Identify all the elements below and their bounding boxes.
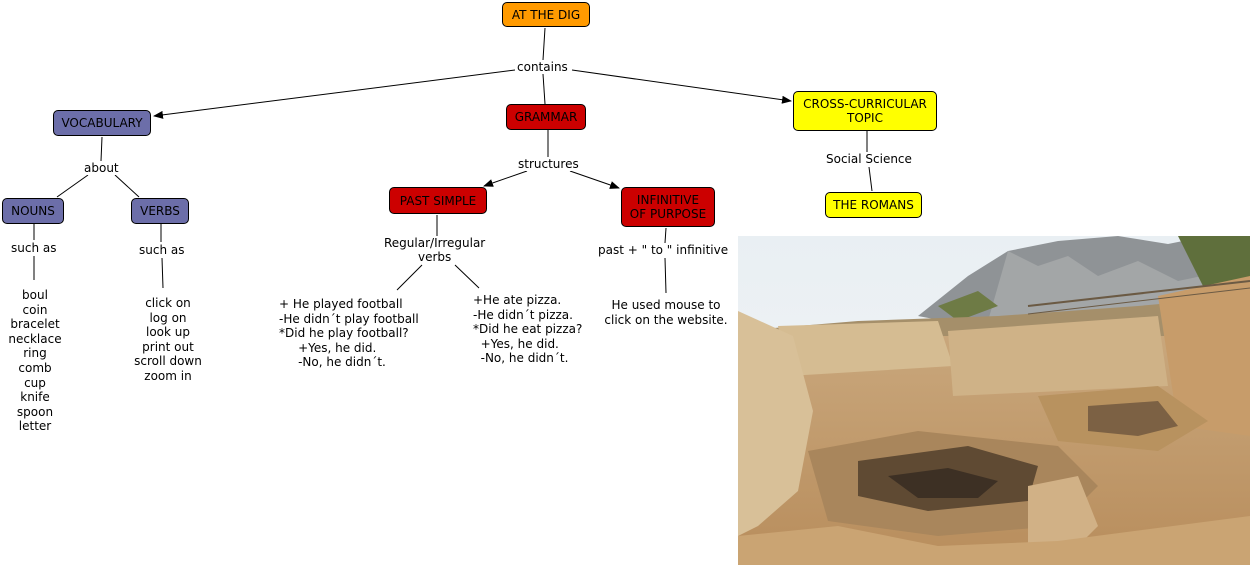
verbs-link-label: such as [137, 243, 187, 257]
nouns-link-label: such as [9, 241, 59, 255]
root-link-label: contains [515, 60, 570, 74]
grammar-link-label: structures [516, 157, 581, 171]
romans-label: THE ROMANS [833, 198, 914, 212]
past-simple-node[interactable]: PAST SIMPLE [389, 187, 487, 214]
verbs-label: VERBS [140, 204, 180, 218]
nouns-list: boul coin bracelet necklace ring comb cu… [8, 288, 62, 434]
nouns-label: NOUNS [11, 204, 55, 218]
infinitive-link-label: past + " to " infinitive [596, 243, 731, 257]
vocabulary-node[interactable]: VOCABULARY [53, 110, 151, 136]
infinitive-node[interactable]: INFINITIVE OF PURPOSE [621, 187, 715, 227]
nouns-node[interactable]: NOUNS [2, 198, 64, 224]
past-simple-label: PAST SIMPLE [399, 193, 477, 208]
cross-curricular-node[interactable]: CROSS-CURRICULAR TOPIC [793, 91, 937, 131]
excavation-photo [738, 236, 1250, 565]
past-simple-example-irregular: +He ate pizza. -He didn´t pizza. *Did he… [473, 293, 583, 366]
verbs-node[interactable]: VERBS [131, 198, 189, 224]
cross-curricular-label: CROSS-CURRICULAR TOPIC [803, 97, 927, 125]
grammar-label: GRAMMAR [514, 110, 578, 124]
past-simple-link-label: Regular/Irregular verbs [382, 236, 488, 264]
vocabulary-link-label: about [82, 161, 121, 175]
infinitive-label: INFINITIVE OF PURPOSE [629, 193, 707, 221]
vocabulary-label: VOCABULARY [61, 116, 143, 130]
root-label: AT THE DIG [511, 7, 581, 22]
cross-link-label: Social Science [824, 152, 914, 166]
verbs-list: click on log on look up print out scroll… [134, 296, 202, 383]
grammar-node[interactable]: GRAMMAR [506, 104, 586, 130]
infinitive-example: He used mouse to click on the website. [604, 298, 728, 327]
root-node[interactable]: AT THE DIG [502, 2, 590, 27]
past-simple-example-regular: + He played football -He didn´t play foo… [279, 297, 419, 370]
romans-node[interactable]: THE ROMANS [825, 192, 922, 218]
